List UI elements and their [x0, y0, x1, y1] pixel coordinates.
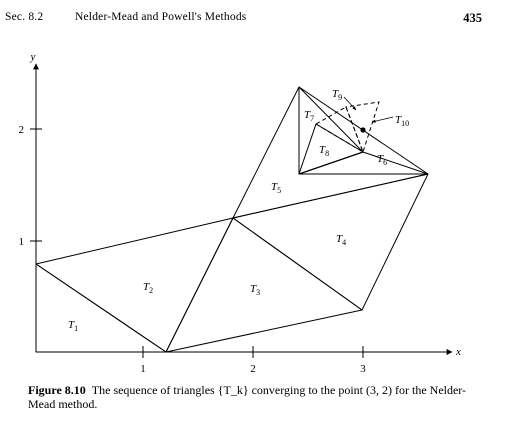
x-tick-label-1: 1: [140, 363, 146, 375]
triangle-t3: [165, 217, 363, 353]
triangle-t2: [35, 217, 234, 353]
x-tick-label-3: 3: [360, 363, 366, 375]
triangle-t5: [232, 86, 429, 219]
y-tick-label-1: 1: [19, 236, 25, 248]
x-axis-label: x: [455, 346, 461, 358]
label-t7: T7: [304, 109, 314, 123]
triangle-t10: [345, 101, 380, 154]
y-tick-label-2: 2: [19, 124, 25, 136]
figure-number: Figure 8.10: [28, 383, 86, 397]
limit-point-marker: [360, 127, 366, 133]
label-t1: T1: [68, 319, 78, 333]
triangle-t4: [232, 173, 429, 311]
label-t9: T9: [332, 88, 342, 102]
section-label: Sec. 8.2: [5, 11, 44, 23]
chapter-title: Nelder-Mead and Powell's Methods: [75, 11, 247, 23]
label-t3: T3: [250, 283, 260, 297]
triangle-t8: [298, 123, 364, 175]
x-tick-label-2: 2: [250, 363, 256, 375]
label-t5: T5: [271, 181, 281, 195]
label-t6: T6: [377, 153, 387, 167]
triangle-t7: [298, 86, 364, 175]
t10-pointer-arrow: [371, 116, 394, 123]
label-t10: T10: [395, 114, 409, 128]
caption-text: The sequence of triangles {T_k} convergi…: [28, 383, 467, 411]
label-t8: T8: [319, 144, 329, 158]
label-t2: T2: [143, 281, 153, 295]
y-axis-label: y: [30, 51, 36, 63]
t9-pointer-arrow: [343, 96, 357, 111]
label-t4: T4: [336, 233, 346, 247]
page-number: 435: [463, 11, 482, 25]
running-header: Sec. 8.2 Nelder-Mead and Powell's Method…: [0, 11, 506, 31]
